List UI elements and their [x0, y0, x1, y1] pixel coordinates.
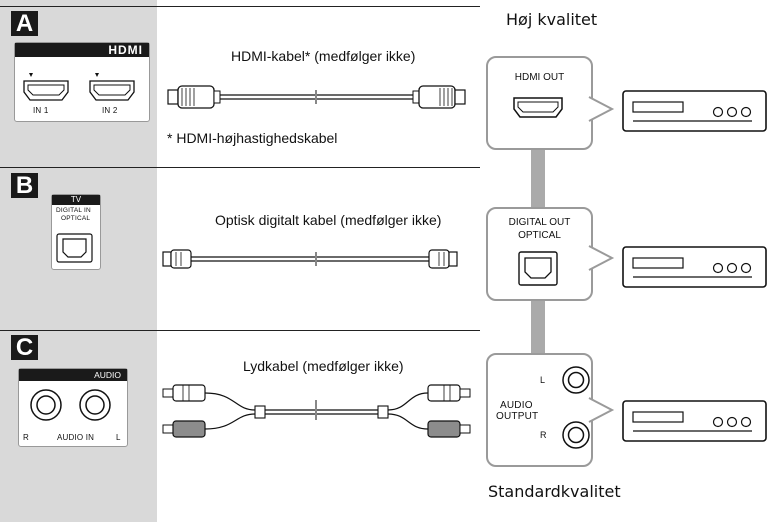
hdmi-cable-icon	[167, 85, 466, 109]
cable-label-optical: Optisk digitalt kabel (medfølger ikke)	[215, 212, 442, 228]
audio-output-r-jack-icon	[562, 421, 590, 449]
hdmi-out-port-icon	[513, 97, 563, 118]
digital-out-label-1: DIGITAL OUT	[508, 217, 571, 228]
hdmi-port-2-icon	[89, 73, 135, 101]
optical-panel-title: TV	[70, 195, 82, 204]
section-letter-c: C	[11, 335, 38, 360]
audio-r-label: R	[23, 433, 29, 442]
hdmi-in1-label: IN 1	[33, 106, 49, 115]
section-letter-b: B	[11, 173, 38, 198]
audio-output-l: L	[540, 375, 546, 385]
device-icon-3	[622, 400, 767, 442]
digital-out-label-2: OPTICAL	[518, 230, 561, 241]
quality-high-label: Høj kvalitet	[506, 10, 598, 29]
optical-cable-icon	[162, 249, 458, 269]
audio-cable-icon	[162, 384, 471, 438]
hdmi-port-1-icon	[23, 73, 69, 101]
hdmi-footnote: * HDMI-højhastighedskabel	[167, 130, 338, 146]
pointer-arrow-2	[588, 245, 615, 271]
hdmi-out-label: HDMI OUT	[514, 72, 565, 83]
section-letter-a: A	[11, 11, 38, 36]
audio-output-label-2: OUTPUT	[496, 411, 539, 422]
optical-panel-header: TV	[52, 195, 100, 205]
device-icon-2	[622, 246, 767, 288]
optical-panel-line2: OPTICAL	[61, 215, 91, 222]
pointer-arrow-3	[588, 397, 615, 423]
divider-top	[0, 6, 480, 7]
audio-output-l-jack-icon	[562, 366, 590, 394]
optical-panel-line1: DIGITAL IN	[56, 207, 91, 214]
audio-jack-r-icon	[30, 389, 62, 421]
digital-out-port-icon	[518, 251, 558, 286]
audio-in-label: AUDIO IN	[57, 433, 95, 442]
device-icon-1	[622, 90, 767, 132]
audio-output-label-1: AUDIO	[500, 400, 533, 411]
divider-ab	[0, 167, 480, 168]
cable-label-hdmi: HDMI-kabel* (medfølger ikke)	[231, 48, 416, 64]
quality-standard-label: Standardkvalitet	[488, 482, 621, 501]
divider-bc	[0, 330, 480, 331]
audio-jack-l-icon	[79, 389, 111, 421]
hdmi-in2-label: IN 2	[102, 106, 118, 115]
audio-panel-title: AUDIO	[94, 370, 121, 380]
optical-port-icon	[56, 233, 93, 263]
cable-label-audio: Lydkabel (medfølger ikke)	[243, 358, 404, 374]
pointer-arrow-1	[588, 96, 615, 122]
audio-panel-header: AUDIO	[19, 369, 127, 381]
hdmi-panel-header: HDMI	[15, 43, 149, 57]
hdmi-logo: HDMI	[108, 43, 143, 57]
audio-l-label: L	[116, 433, 121, 442]
audio-output-r: R	[540, 430, 547, 440]
